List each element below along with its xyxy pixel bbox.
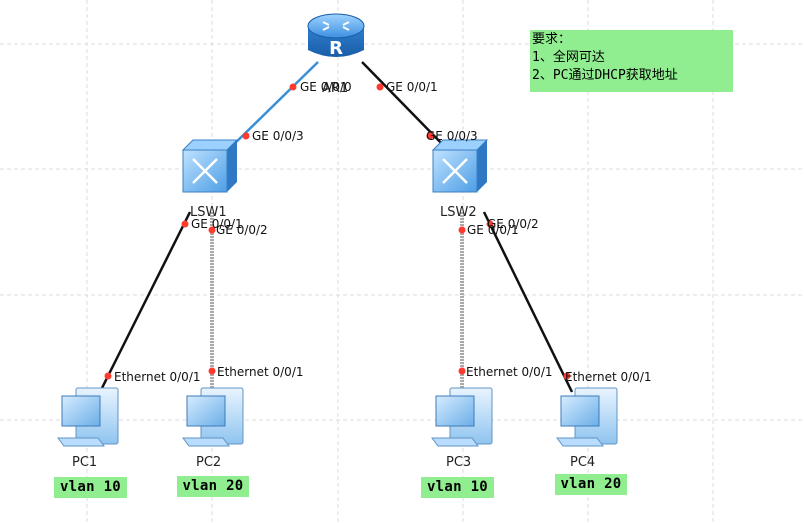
port-dot	[289, 83, 297, 91]
pc2-vlan-label: vlan 20	[177, 476, 249, 497]
requirement-item-1: 1、全网可达	[532, 50, 605, 65]
switch2-name: LSW2	[440, 205, 477, 220]
port-dot	[242, 132, 250, 140]
port-dot	[104, 372, 112, 380]
switch-icon	[181, 139, 239, 193]
port-dot	[426, 132, 434, 140]
pc1[interactable]	[57, 387, 119, 447]
switch-lsw2[interactable]	[431, 139, 489, 193]
router-ar1[interactable]: R	[307, 13, 365, 59]
pc-icon	[431, 387, 493, 447]
port-label-pc4-eth: Ethernet 0/0/1	[565, 370, 652, 384]
port-label-lsw2-ge3: GE 0/0/3	[426, 129, 478, 143]
requirement-item-2: 2、PC通过DHCP获取地址	[532, 68, 678, 83]
requirements-note: 要求： 1、全网可达 2、PC通过DHCP获取地址	[530, 30, 733, 92]
port-dot	[208, 226, 216, 234]
port-label-ar1-ge1: GE 0/0/1	[386, 80, 438, 94]
port-label-lsw2-ge2: GE 0/0/2	[487, 217, 539, 231]
switch-lsw1[interactable]	[181, 139, 239, 193]
pc-icon	[182, 387, 244, 447]
port-label-pc3-eth: Ethernet 0/0/1	[466, 365, 553, 379]
pc4-name: PC4	[570, 455, 595, 470]
port-label-ar1-ge0: GE 0/0/0	[300, 80, 352, 94]
link-lsw2-pc4[interactable]	[482, 211, 574, 393]
pc4[interactable]	[556, 387, 618, 447]
port-dot	[486, 220, 494, 228]
port-label-lsw1-ge3: GE 0/0/3	[252, 129, 304, 143]
port-labels: GE 0/0/0 GE 0/0/1 GE 0/0/3 GE 0/0/3 GE 0…	[114, 80, 652, 384]
pc-icon	[556, 387, 618, 447]
link-lsw1-pc1[interactable]	[98, 211, 192, 393]
pc2[interactable]	[182, 387, 244, 447]
pc-icon	[57, 387, 119, 447]
port-label-lsw1-ge1: GE 0/0/1	[191, 217, 243, 231]
pc1-name: PC1	[72, 455, 97, 470]
router-icon: R	[307, 13, 365, 59]
switch-icon	[431, 139, 489, 193]
pc2-name: PC2	[196, 455, 221, 470]
pc3[interactable]	[431, 387, 493, 447]
port-dot	[208, 367, 216, 375]
links	[98, 61, 574, 393]
port-label-pc2-eth: Ethernet 0/0/1	[217, 365, 304, 379]
port-label-lsw1-ge2: GE 0/0/2	[216, 223, 268, 237]
port-dot	[458, 367, 466, 375]
port-dot	[376, 83, 384, 91]
switch1-name: LSW1	[190, 205, 227, 220]
pc3-name: PC3	[446, 455, 471, 470]
port-label-pc1-eth: Ethernet 0/0/1	[114, 370, 201, 384]
requirements-title: 要求：	[532, 32, 572, 47]
port-dot	[458, 226, 466, 234]
pc3-vlan-label: vlan 10	[421, 477, 494, 498]
port-dots	[104, 83, 571, 380]
port-label-lsw2-ge1: GE 0/0/1	[467, 223, 519, 237]
port-dot	[563, 372, 571, 380]
pc1-vlan-label: vlan 10	[54, 477, 127, 498]
pc4-vlan-label: vlan 20	[555, 474, 627, 495]
port-dot	[181, 220, 189, 228]
link-ar1-lsw2[interactable]	[361, 61, 449, 151]
router-name: AR1	[322, 81, 348, 96]
svg-text:R: R	[329, 38, 343, 59]
